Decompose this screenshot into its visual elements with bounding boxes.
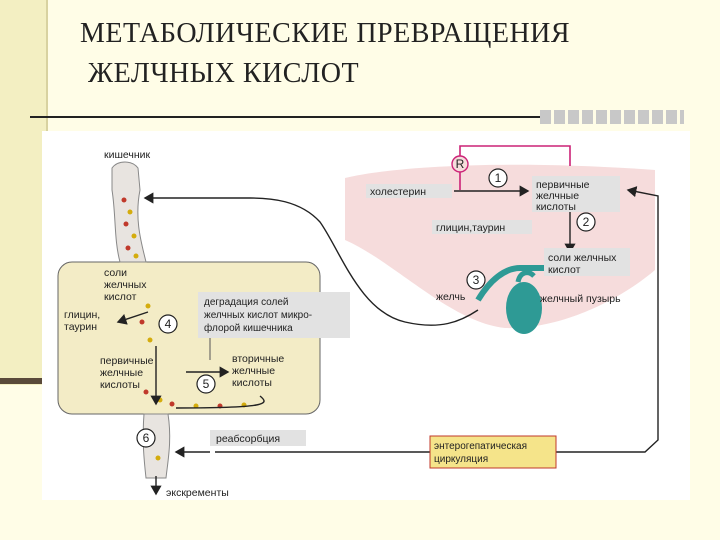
cholesterol-box <box>366 184 452 198</box>
label-primary-left-3: кислоты <box>100 379 140 391</box>
title-line-2: ЖЕЛЧНЫХ КИСЛОТ <box>88 58 360 89</box>
label-degradation-1: деградация солей <box>204 297 289 308</box>
label-glycine-left-2: таурин <box>64 321 97 333</box>
label-bile-salts-right-2: кислот <box>548 264 581 276</box>
secondary-to-colon <box>175 395 265 409</box>
step-6-circle <box>136 428 156 448</box>
label-reabsorption: реабсорбция <box>216 433 280 445</box>
label-bile-salts-right-1: соли желчных <box>548 252 617 264</box>
label-degradation-3: флорой кишечника <box>204 322 293 334</box>
label-glycine-left-1: глицин, <box>64 309 100 321</box>
label-primary-left-1: первичные <box>100 355 154 367</box>
title-rule-pattern <box>540 110 684 124</box>
step-4-circle <box>158 314 178 334</box>
glycine-taurine-right-box <box>432 220 532 234</box>
label-enterohepatic-1: энтерогепатическая <box>434 441 527 452</box>
step-3-circle <box>466 270 486 290</box>
regulator-label: R <box>456 157 465 171</box>
label-bile-salts-2: желчных <box>104 279 147 291</box>
label-secondary-3: кислоты <box>232 377 272 389</box>
label-bile-salts-3: кислот <box>104 291 137 303</box>
step-2-circle <box>576 212 596 232</box>
slide-title: МЕТАБОЛИЧЕСКИЕ ПРЕВРАЩЕНИЯ ЖЕЛЧНЫХ КИСЛО… <box>80 14 570 94</box>
step-3-label: 3 <box>473 273 480 287</box>
step-4-label: 4 <box>165 317 172 331</box>
label-glycine-right: глицин,таурин <box>436 222 505 234</box>
label-primary-left-2: желчные <box>100 367 143 379</box>
label-degradation-2: желчных кислот микро- <box>204 310 312 321</box>
primary-right-box <box>532 176 620 212</box>
label-primary-right-2: желчные <box>536 190 579 202</box>
step-1-label: 1 <box>495 171 502 185</box>
gallbladder-neck <box>515 270 536 283</box>
bile-duct <box>475 265 548 302</box>
label-primary-right-3: кислоты <box>536 201 576 213</box>
enterohepatic-box <box>429 435 557 469</box>
label-bile-salts-1: соли <box>104 267 127 279</box>
bile-salts-right-box <box>544 248 630 276</box>
regulator-circle <box>451 155 469 173</box>
label-enterohepatic-2: циркуляция <box>434 454 488 465</box>
label-gallbladder: желчный пузырь <box>540 293 621 305</box>
step-1-circle <box>488 168 508 188</box>
step-5-circle <box>196 374 216 394</box>
label-bile: желчь <box>436 291 466 303</box>
bile-flow-to-intestine <box>143 192 479 326</box>
label-primary-right-1: первичные <box>536 179 590 191</box>
step-5-label: 5 <box>203 377 210 391</box>
degradation-box <box>198 292 350 338</box>
gallbladder-shape <box>506 282 542 334</box>
left-decor-underline <box>0 378 46 384</box>
step-2-label: 2 <box>583 215 590 229</box>
step-6-label: 6 <box>143 431 150 445</box>
title-line-1: МЕТАБОЛИЧЕСКИЕ ПРЕВРАЩЕНИЯ <box>80 18 571 49</box>
label-secondary-1: вторичные <box>232 353 284 365</box>
label-secondary-2: желчные <box>232 365 275 377</box>
reabsorption-box <box>210 430 306 446</box>
label-excrement: экскременты <box>166 487 229 499</box>
arrow-deconjugation <box>116 311 149 325</box>
title-rule <box>30 116 540 118</box>
label-intestine: кишечник <box>104 149 151 161</box>
left-decor-bar <box>0 0 46 385</box>
label-cholesterol: холестерин <box>370 186 426 198</box>
